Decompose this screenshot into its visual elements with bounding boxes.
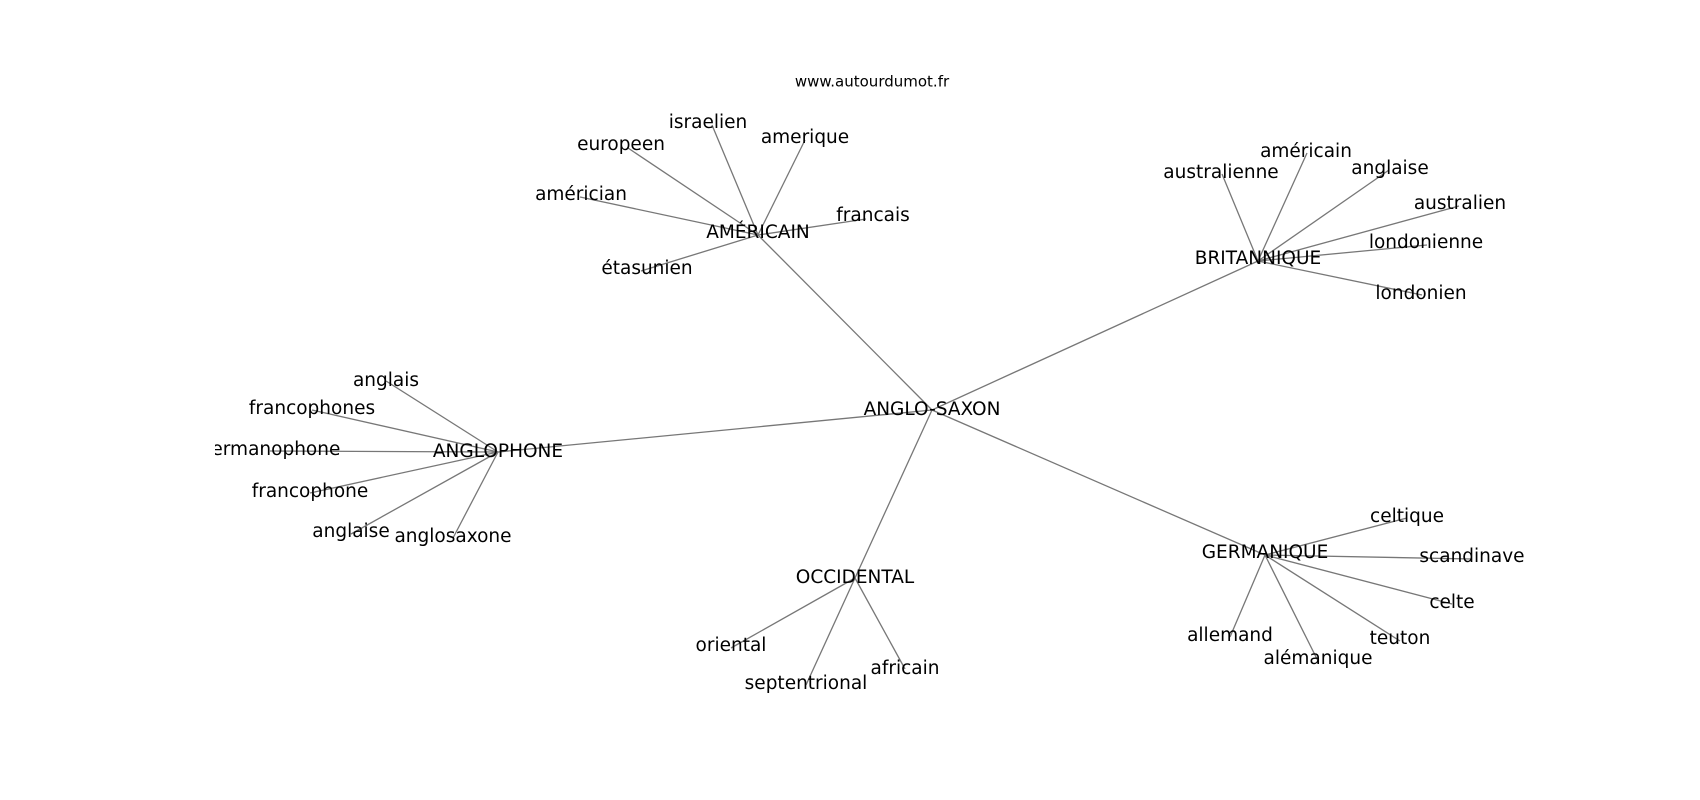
graph-labels: ANGLO-SAXON AMÉRICAIN israelien amerique eur… [200,112,1525,694]
node-australien: australien [1414,193,1506,214]
node-britannique: BRITANNIQUE [1195,248,1321,269]
edge-anglophone-francophone [309,451,499,494]
edge-germanique-allemand [1229,554,1266,638]
edge-center-anglophone [497,409,933,453]
edge-britannique-londonienne [1257,244,1428,262]
edge-anglophone-germanophone [269,450,499,453]
edge-americain-israelien [711,124,759,236]
edge-britannique-australienne [1221,173,1259,262]
node-germanophone: germanophone [200,439,341,460]
node-anglaise: anglaise [312,521,389,542]
edge-germanique-celtique [1264,517,1408,556]
node-teuton: teuton [1370,628,1431,649]
node-francophone: francophone [252,481,369,502]
edge-anglophone-anglaise [350,451,499,535]
graph-edges [269,124,1473,686]
node-londonienne: londonienne [1369,232,1483,253]
node-germanique: GERMANIQUE [1202,542,1329,563]
edge-americain-amerique [757,139,806,236]
node-anglais: anglais [353,370,419,391]
edge-americain-etasunien [640,234,759,272]
node-francophones: francophones [249,398,375,419]
node-amerique: amerique [761,127,849,148]
node-occidental: OCCIDENTAL [796,567,915,588]
node-celte: celte [1429,592,1474,613]
node-israelien: israelien [669,112,748,133]
node-londonien: londonien [1375,283,1466,304]
edge-germanique-teuton [1264,554,1401,642]
edge-germanique-celte [1264,554,1453,605]
edge-center-britannique [931,260,1259,411]
node-americian: américian [535,184,627,205]
edge-anglophone-francophones [311,409,499,453]
edge-occidental-septentrional [805,577,856,686]
source-label: www.autourdumot.fr [795,73,950,91]
edge-britannique-anglaise [1257,169,1390,262]
node-europeen: europeen [577,134,665,155]
node-americain: américain [1260,141,1352,162]
node-americain: AMÉRICAIN [706,221,809,243]
edge-germanique-alemanique [1264,554,1319,662]
edge-center-germanique [931,409,1266,556]
node-scandinave: scandinave [1419,546,1524,567]
edge-americain-europeen [627,147,759,236]
edge-germanique-scandinave [1264,554,1473,560]
node-alemanique: alémanique [1264,648,1373,669]
node-allemand: allemand [1187,625,1273,646]
node-oriental: oriental [696,635,767,656]
edge-anglophone-anglais [385,380,499,453]
edge-britannique-londonien [1257,260,1423,296]
node-africain: africain [871,658,940,679]
node-septentrional: septentrional [745,673,868,694]
node-anglaise: anglaise [1351,158,1428,179]
edge-britannique-americain [1257,152,1308,262]
edge-anglophone-anglosaxone [452,451,499,539]
node-center: ANGLO-SAXON [864,399,1001,420]
node-australienne: australienne [1163,162,1278,183]
edge-americain-francais [757,218,867,236]
node-francais: francais [836,205,909,226]
node-anglophone: ANGLOPHONE [433,441,563,462]
edge-occidental-oriental [730,577,856,649]
edge-center-americain [757,234,933,411]
edge-americain-americian [579,196,759,236]
edge-center-occidental [854,409,933,579]
edge-occidental-africain [854,577,906,670]
node-celtique: celtique [1370,506,1444,527]
node-etasunien: étasunien [601,258,692,279]
node-anglosaxone: anglosaxone [394,526,511,547]
edge-britannique-australien [1257,205,1460,262]
